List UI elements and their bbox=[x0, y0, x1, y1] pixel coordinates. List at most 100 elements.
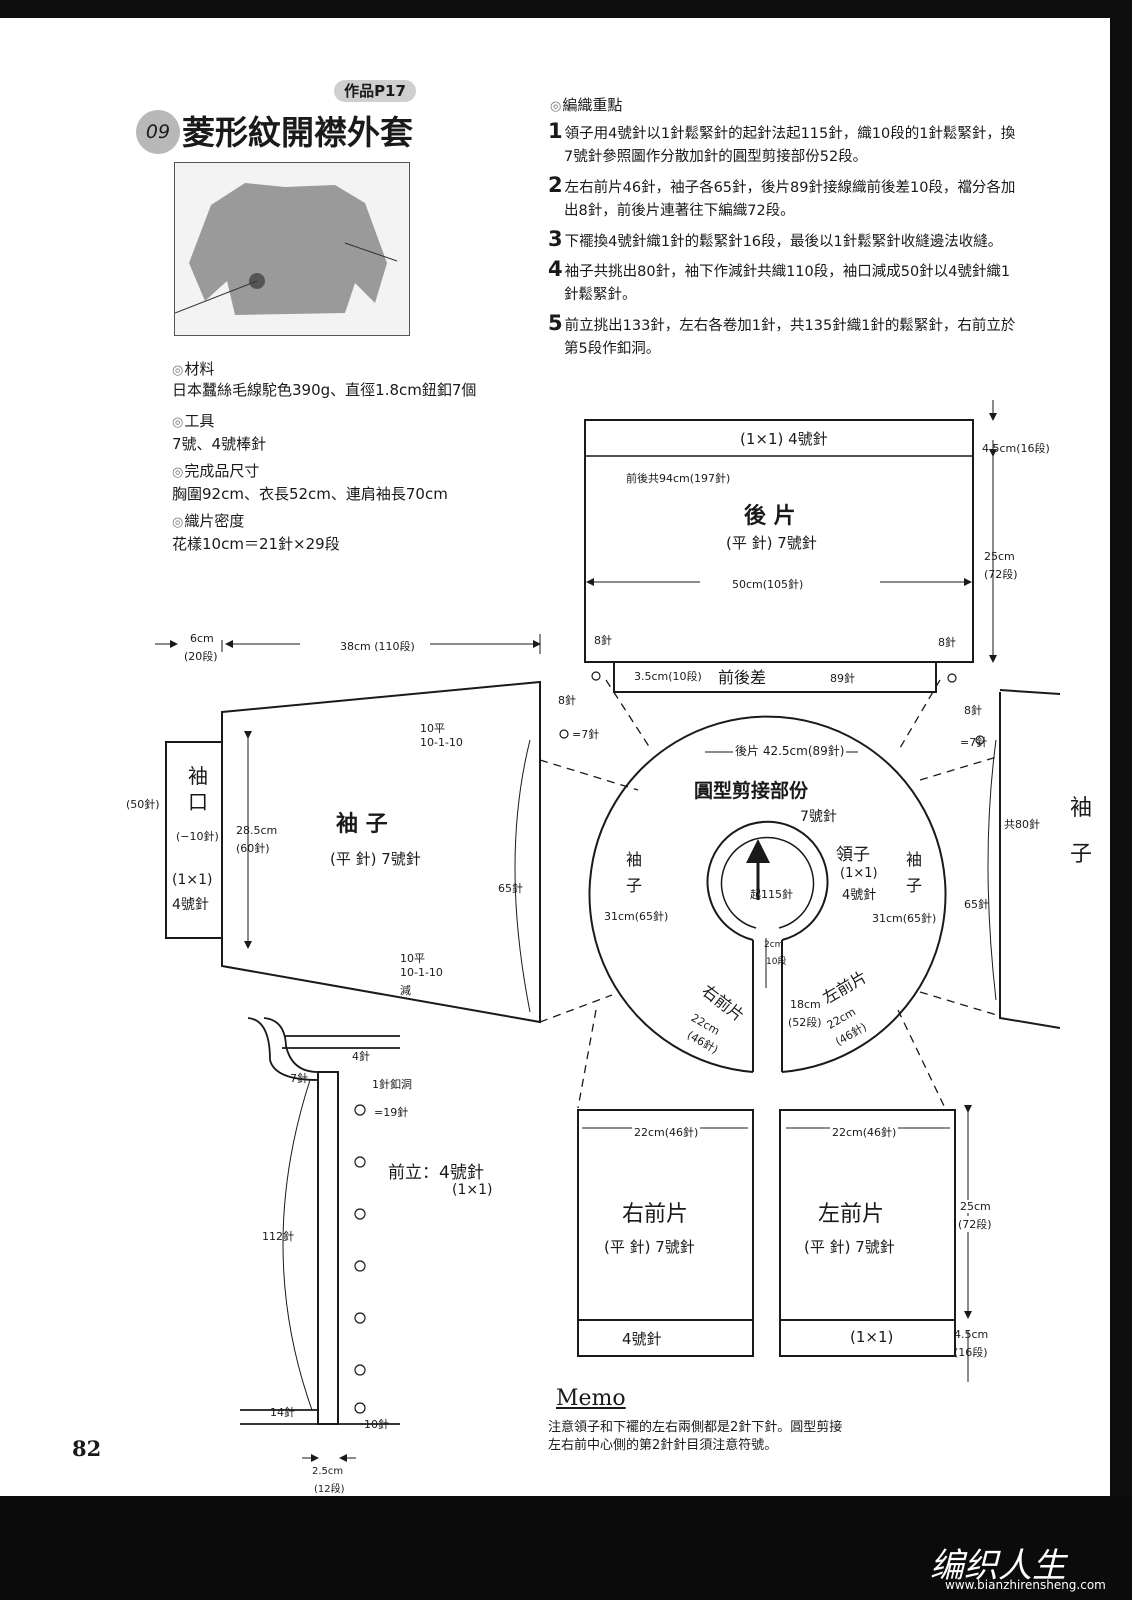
right-sleeve-total: 共80針 bbox=[1004, 818, 1040, 831]
buttonhole-icon bbox=[354, 1104, 366, 1116]
right-front-stitch: (平 針) 7號針 bbox=[604, 1238, 695, 1256]
front-rib-rows: (16段) bbox=[954, 1346, 988, 1359]
front-rib-needle: 4號針 bbox=[622, 1330, 662, 1348]
buttonhole-icon bbox=[354, 1312, 366, 1324]
materials-value: 日本蠶絲毛線駝色390g、直徑1.8cm鈕釦7個 bbox=[172, 381, 477, 399]
sleeve-top-width-rows: (20段) bbox=[184, 650, 218, 663]
page-title: 菱形紋開襟外套 bbox=[182, 113, 413, 152]
sleeve-increase: 8針 bbox=[558, 694, 576, 707]
increase-circle-icon bbox=[975, 735, 985, 745]
pattern-number: 09 bbox=[136, 110, 180, 154]
sleeve-decrease-top-2: 10-1-10 bbox=[420, 736, 463, 749]
left-front-rib bbox=[779, 1319, 956, 1357]
yoke-needle: 7號針 bbox=[800, 809, 837, 825]
increase-circle-icon bbox=[591, 671, 601, 681]
placket-bottom-stitches: 14針 bbox=[270, 1406, 295, 1419]
size-value: 胸圍92cm、衣長52cm、連肩袖長70cm bbox=[172, 485, 448, 503]
book-spine-shadow bbox=[1110, 0, 1132, 1600]
right-front-width: 22cm(46針) bbox=[632, 1124, 701, 1140]
yoke-left-sleeve-2: 子 bbox=[626, 876, 643, 895]
front-band-outline bbox=[317, 1071, 339, 1425]
gauge-label: 織片密度 bbox=[172, 510, 244, 531]
placket-height: 18cm bbox=[790, 998, 821, 1011]
left-front-width: 22cm(46針) bbox=[830, 1124, 899, 1140]
page-top-edge bbox=[0, 0, 1132, 18]
page-number: 82 bbox=[72, 1436, 102, 1461]
right-sleeve-increase: 8針 bbox=[964, 704, 982, 717]
back-gusset-outline bbox=[613, 661, 937, 693]
front-rib-pattern: (1×1) bbox=[850, 1328, 894, 1346]
sleeve-decrease-bottom: 10平 bbox=[400, 952, 425, 965]
watermark-url: www.bianzhirensheng.com bbox=[945, 1578, 1106, 1592]
placket-length: 112針 bbox=[262, 1230, 294, 1243]
page-bottom-edge bbox=[0, 1496, 1132, 1600]
right-sleeve-title-2: 子 bbox=[1070, 842, 1093, 867]
materials-label: 材料 bbox=[172, 358, 214, 379]
sweater-photo bbox=[174, 162, 410, 336]
gusset-height: 3.5cm(10段) bbox=[634, 670, 702, 683]
collar-needle: 4號針 bbox=[842, 888, 877, 903]
back-rib-height: 4.5cm(16段) bbox=[982, 442, 1050, 455]
size-label: 完成品尺寸 bbox=[172, 460, 259, 481]
tools-label: 工具 bbox=[172, 410, 214, 431]
placket-buttonhole-count: =19針 bbox=[374, 1106, 409, 1119]
sleeve-top-width: 6cm bbox=[190, 632, 214, 645]
sleeve-width-stitches: (60針) bbox=[236, 842, 270, 855]
placket-width-rows: (12段) bbox=[314, 1484, 345, 1495]
back-width: 50cm(105針) bbox=[730, 576, 806, 592]
back-right-increase: 8針 bbox=[938, 636, 956, 649]
tools-value: 7號、4號棒針 bbox=[172, 435, 267, 453]
sleeve-decrease-bottom-2: 10-1-10 bbox=[400, 966, 443, 979]
increase-circle-icon bbox=[947, 673, 957, 683]
sleeve-increase-circle: =7針 bbox=[572, 728, 600, 741]
buttonhole-icon bbox=[354, 1208, 366, 1220]
collar-outline bbox=[706, 820, 829, 941]
yoke-right-sleeve-size: 31cm(65針) bbox=[872, 912, 937, 925]
buttonhole-icon bbox=[354, 1364, 366, 1376]
sleeve-right-outline bbox=[999, 689, 1061, 1029]
right-sleeve-pickup: 65針 bbox=[964, 898, 989, 911]
yoke-left-sleeve-size: 31cm(65針) bbox=[604, 910, 669, 923]
front-rib-height: 4.5cm bbox=[954, 1328, 989, 1341]
sweater-illustration bbox=[174, 183, 398, 315]
project-page-badge: 作品P17 bbox=[334, 80, 416, 102]
placket-name: 前立：4號針 bbox=[388, 1163, 484, 1183]
back-height: 25cm bbox=[984, 550, 1015, 563]
center-gap: 2cm bbox=[764, 940, 784, 950]
increase-circle-icon bbox=[559, 729, 569, 739]
tips-heading: 編織重點 bbox=[550, 94, 622, 115]
gusset-label: 前後差 bbox=[718, 668, 767, 687]
sleeve-length: 38cm (110段) bbox=[340, 640, 415, 653]
sleeve-pickup: 65針 bbox=[498, 882, 523, 895]
center-gap-rows: 10段 bbox=[766, 957, 787, 967]
right-front-name: 右前片 bbox=[622, 1202, 689, 1227]
memo-line-2: 左右前中心側的第2針針目須注意符號。 bbox=[548, 1438, 778, 1453]
cuff-needle: 4號針 bbox=[172, 897, 209, 913]
yoke-left-sleeve-1: 袖 bbox=[626, 850, 643, 869]
memo-line-1: 注意領子和下襬的左右兩側都是2針下針。圓型剪接 bbox=[548, 1420, 843, 1435]
yoke-right-sleeve-1: 袖 bbox=[906, 850, 923, 869]
left-front-name: 左前片 bbox=[818, 1202, 885, 1227]
buttonhole-icon bbox=[354, 1156, 366, 1168]
placket-top-stitches: 4針 bbox=[352, 1050, 370, 1063]
sleeve-stitch: (平 針) 7號針 bbox=[330, 850, 421, 868]
gauge-value: 花樣10cm＝21針×29段 bbox=[172, 535, 340, 553]
cuff-decrease: (−10針) bbox=[176, 830, 219, 843]
front-height-rows: (72段) bbox=[958, 1216, 992, 1232]
yoke-name: 圓型剪接部份 bbox=[694, 780, 809, 802]
cuff-stitches: (50針) bbox=[126, 798, 160, 811]
collar-rib: (1×1) bbox=[840, 866, 878, 881]
cuff-title-1: 袖 bbox=[188, 764, 208, 788]
buttonhole-icon bbox=[354, 1260, 366, 1272]
placket-buttonhole: 1針釦洞 bbox=[372, 1078, 412, 1091]
cuff-rib: (1×1) bbox=[172, 872, 213, 888]
placket-bottom-stitches-2: 10針 bbox=[364, 1418, 389, 1431]
watermark-logo: 编织人生 bbox=[930, 1546, 1066, 1586]
back-rib-label: (1×1) 4號針 bbox=[740, 430, 828, 448]
placket-rib: (1×1) bbox=[452, 1182, 493, 1198]
